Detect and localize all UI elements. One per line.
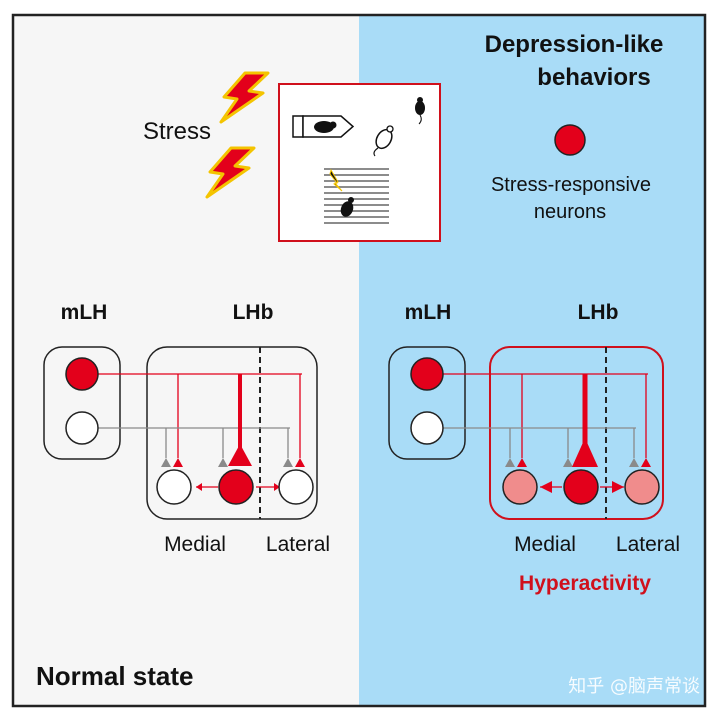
watermark-text: 知乎 @脑声常谈: [568, 676, 700, 697]
right-mlh-neuron: [410, 411, 444, 445]
left-lhb-label: LHb: [233, 301, 274, 324]
right-mlh-stress-neuron: [410, 357, 444, 391]
right-medial-label: Medial: [514, 533, 576, 556]
left-mlh-label: mLH: [61, 301, 108, 324]
stress-responsive-neuron-legend-icon: [554, 124, 586, 156]
right-mlh-label: mLH: [405, 301, 452, 324]
legend-line-1: Stress-responsive: [491, 174, 651, 196]
stress-label: Stress: [143, 118, 211, 145]
title-line-1: Depression-like: [485, 31, 664, 58]
small-lightning-icon: [329, 168, 343, 192]
legend-line-2: neurons: [534, 201, 606, 223]
normal-state-label: Normal state: [36, 661, 194, 691]
stress-paradigm-box: [278, 83, 441, 242]
right-lateral-neuron: [624, 469, 660, 505]
right-mlh-box: [388, 346, 466, 460]
restraint-tube-icon: [292, 115, 355, 138]
mouse-icon: [415, 97, 425, 125]
right-local-inhibition: [540, 481, 624, 493]
right-red-projection: [443, 373, 651, 467]
left-local-inhibition: [196, 483, 280, 491]
left-lateral-neuron: [278, 469, 314, 505]
left-gray-projection: [98, 427, 293, 467]
title-line-2: behaviors: [537, 64, 650, 91]
lightning-bolt-icon: [205, 146, 256, 199]
right-big-synapse: [572, 438, 598, 467]
left-center-neuron: [218, 469, 254, 505]
left-mlh-box: [43, 346, 121, 460]
left-mlh-stress-neuron: [65, 357, 99, 391]
right-lateral-label: Lateral: [616, 533, 680, 556]
outer-frame: [11, 13, 707, 708]
right-gray-projection: [443, 427, 639, 467]
left-red-projection: [98, 373, 305, 467]
right-lhb-label: LHb: [578, 301, 619, 324]
mouse-icon: [340, 197, 354, 217]
right-lhb-box: [489, 346, 664, 520]
lightning-bolt-icon: [219, 71, 270, 124]
right-center-neuron: [563, 469, 599, 505]
mouse-outline-icon: [373, 125, 394, 157]
right-medial-neuron: [502, 469, 538, 505]
left-mlh-neuron: [65, 411, 99, 445]
left-lhb-box: [146, 346, 318, 520]
left-lateral-label: Lateral: [266, 533, 330, 556]
hyperactivity-label: Hyperactivity: [519, 572, 651, 595]
left-medial-neuron: [156, 469, 192, 505]
left-medial-label: Medial: [164, 533, 226, 556]
left-big-synapse: [228, 444, 252, 466]
